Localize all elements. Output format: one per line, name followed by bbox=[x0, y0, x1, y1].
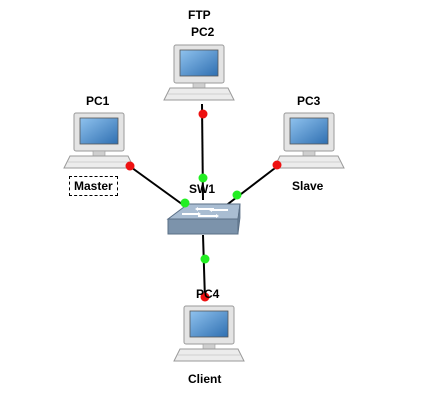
pc3-tag-label: Slave bbox=[292, 179, 324, 193]
link-pc3-sw1 bbox=[223, 164, 280, 208]
sw1-port-indicator-up bbox=[200, 254, 210, 264]
pc2-name-label: PC2 bbox=[191, 25, 215, 39]
links-layer bbox=[127, 103, 280, 301]
pc3-port-indicator-down bbox=[272, 160, 282, 170]
pc2-pc-icon[interactable] bbox=[163, 44, 235, 101]
pc2-port-indicator-down bbox=[198, 109, 208, 119]
pc4-pc-icon[interactable] bbox=[173, 305, 245, 362]
link-sw1-pc4 bbox=[202, 234, 206, 301]
pc4-port-indicator-down bbox=[200, 292, 210, 302]
pc4-tag-label: Client bbox=[188, 372, 222, 386]
sw1-name-label: SW1 bbox=[189, 182, 216, 196]
pc1-tag-label[interactable]: Master bbox=[69, 176, 118, 196]
pc1-name-label: PC1 bbox=[86, 94, 110, 108]
sw1-port-indicator-up bbox=[198, 173, 208, 183]
pc1-pc-icon[interactable] bbox=[63, 112, 135, 169]
link-pc1-sw1 bbox=[127, 164, 187, 208]
devices-layer bbox=[63, 44, 345, 362]
pc4-name-label: PC4 bbox=[196, 287, 220, 301]
pc2-tag-label: FTP bbox=[188, 8, 211, 22]
pc1-port-indicator-down bbox=[125, 161, 135, 171]
ports-layer bbox=[125, 109, 282, 302]
sw1-switch-icon[interactable] bbox=[166, 203, 241, 235]
link-pc2-sw1 bbox=[201, 103, 204, 201]
pc3-pc-icon[interactable] bbox=[273, 112, 345, 169]
sw1-port-indicator-up bbox=[232, 190, 242, 200]
pc3-name-label: PC3 bbox=[297, 94, 321, 108]
sw1-port-indicator-up bbox=[180, 198, 190, 208]
